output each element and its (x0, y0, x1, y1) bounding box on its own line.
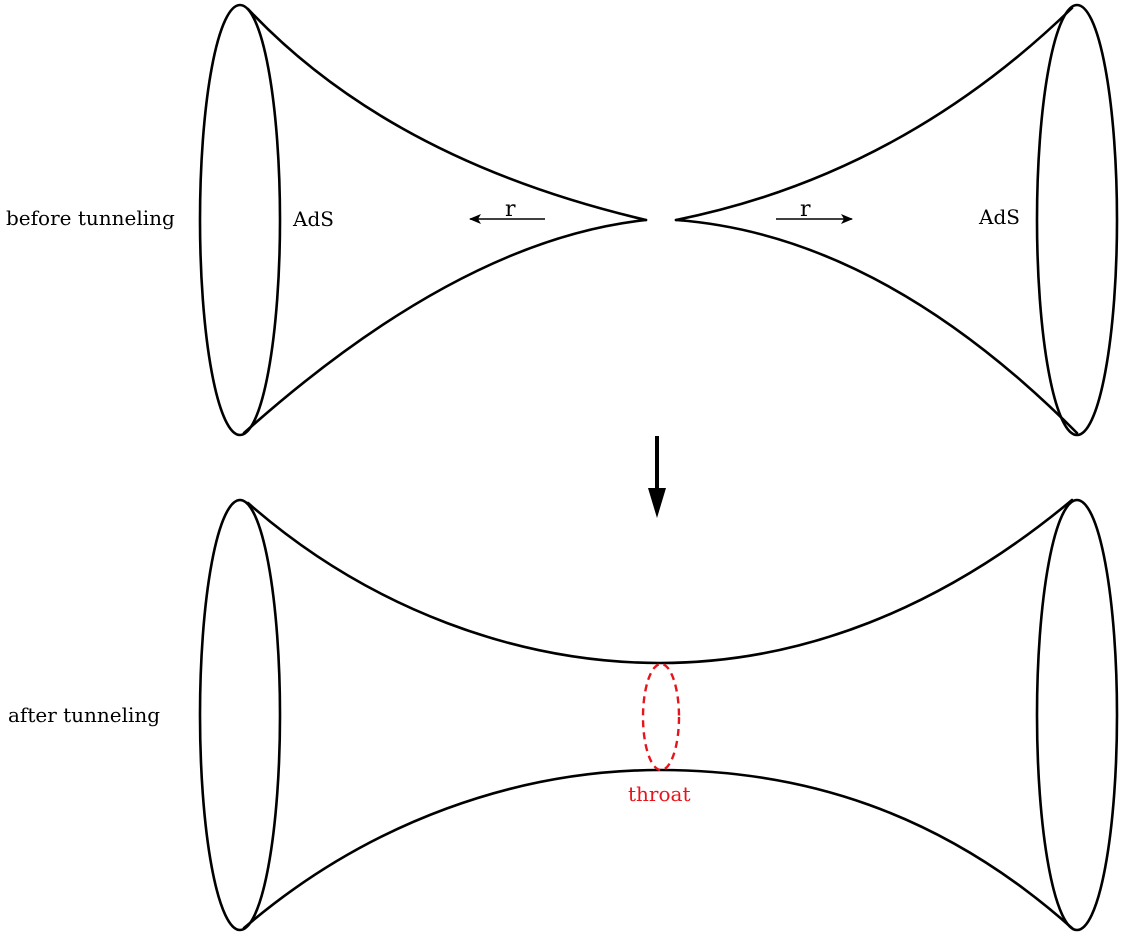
before-tunneling-label: before tunneling (6, 206, 175, 230)
right-funnel-lower-curve (674, 218, 1079, 435)
left-wormhole-mouth-ellipse (198, 498, 282, 932)
left-ads-label: AdS (292, 207, 334, 231)
transition-arrow (648, 436, 666, 518)
right-wormhole-mouth-ellipse (1035, 498, 1119, 932)
after-tunneling-label: after tunneling (8, 703, 160, 727)
left-funnel-lower-curve (242, 218, 648, 435)
left-ads-boundary-ellipse (198, 3, 282, 437)
right-funnel-upper-curve (674, 6, 1074, 222)
left-r-label: r (505, 197, 516, 222)
right-ads-label: AdS (978, 205, 1020, 229)
wormhole-upper-curve (246, 498, 1074, 665)
throat-label: throat (628, 782, 690, 806)
right-ads-boundary-ellipse (1035, 3, 1119, 437)
after-tunneling-panel: after tunneling throat (8, 498, 1119, 932)
throat-ellipse (641, 662, 681, 772)
transition-arrow-head (648, 488, 666, 518)
right-r-label: r (800, 197, 811, 222)
before-tunneling-panel: before tunneling AdS AdS r r (6, 3, 1119, 437)
left-funnel-upper-curve (246, 7, 648, 222)
